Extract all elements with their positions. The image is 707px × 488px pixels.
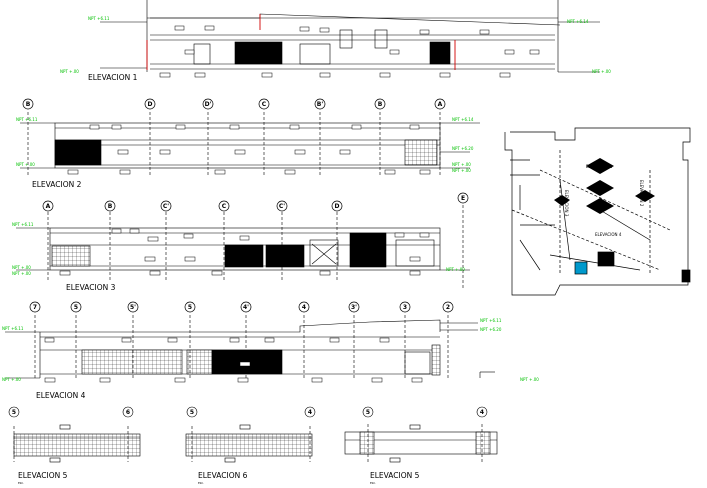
elevation-7-axis-2: 4 (480, 409, 484, 416)
elevation-1-title: ELEVACION 1 (88, 73, 138, 82)
elevation-5 (8, 406, 141, 463)
elevation-3-axis-2: B (108, 203, 113, 210)
elevation-7-axis-1: 5 (366, 409, 370, 416)
elevation-4-axis-markers (29, 301, 454, 313)
plan-label-1: ELEVACION 1 (586, 164, 613, 169)
elevation-2-title: ELEVACION 2 (32, 180, 82, 189)
elevation-4-axis-4: 5 (188, 304, 192, 311)
elevation-2 (20, 112, 480, 175)
elevation-4-level-5: NPT +.00 (520, 377, 539, 382)
elevation-5-title: ELEVACION 5 (18, 471, 68, 480)
plan-label-4: ELEVACION 4 (595, 232, 622, 237)
elevation-3-axis-5: C' (279, 203, 285, 210)
elevation-1-level-1: NPT +6.11 (88, 16, 110, 21)
elevation-7 (344, 406, 498, 463)
elevation-4-axis-8: 3 (403, 304, 407, 311)
elevation-3-level-3: NPT +.00 (12, 271, 31, 276)
elevation-2-axis-7: A (438, 101, 443, 108)
elevation-4-axis-5: 4' (243, 304, 249, 311)
elevation-4-axis-3: 5' (130, 304, 136, 311)
plan-label-3: ELEVACION 3 (564, 190, 569, 217)
elevation-2-level-5: NPT +.00 (452, 162, 471, 167)
elevation-2-axis-6: B (378, 101, 383, 108)
elevation-2-axis-2: D (148, 101, 153, 108)
elevation-2-small-tags (67, 124, 431, 175)
site-plan (504, 127, 691, 296)
elevation-3 (16, 205, 470, 290)
elevation-2-level-4: NPT +6.20 (452, 146, 474, 151)
elevation-7-title: ELEVACION 5 (370, 471, 420, 480)
elevation-4-title: ELEVACION 4 (36, 391, 86, 400)
elevation-4-small-tags (44, 337, 423, 383)
elevation-2-level-1: NPT +6.11 (16, 117, 38, 122)
elevation-3-axis-extra: E (461, 195, 465, 202)
elevation-3-axis-1: A (46, 203, 51, 210)
elevation-3-small-tags (59, 228, 430, 276)
elevation-6-title: ELEVACION 6 (198, 471, 248, 480)
elevation-2-level-6: NPT +.00 (452, 168, 471, 173)
elevation-2-axis-1: B (26, 101, 31, 108)
elevation-1-accent (146, 14, 456, 70)
elevation-7-subtitle: ESC. (370, 481, 376, 485)
elevation-4-axis-2: 5 (74, 304, 78, 311)
elevation-5-axis-2: 6 (126, 409, 130, 416)
elevation-1 (100, 0, 600, 73)
elevation-1-level-3: NPT +.00 (60, 69, 79, 74)
elevation-5-axis-1: 5 (12, 409, 16, 416)
plan-label-2: ELEVACION 2 (639, 180, 644, 207)
elevation-6-axis-1: 5 (190, 409, 194, 416)
elevation-3-level-4: NPT +.00 (446, 267, 465, 272)
elevation-6-subtitle: ESC. (198, 481, 204, 485)
elevation-4-axis-7: 3' (351, 304, 357, 311)
elevation-2-axis-4: C (262, 101, 267, 108)
elevation-3-axis-4: C (222, 203, 227, 210)
elevation-3-level-2: NPT +.00 (12, 265, 31, 270)
elevation-3-level-1: NPT +6.11 (12, 222, 34, 227)
elevation-2-level-2: NPT +6.14 (452, 117, 474, 122)
elevation-1-level-2: NPT +6.14 (567, 19, 589, 24)
elevation-2-axis-markers (22, 98, 446, 110)
elevation-3-title: ELEVACION 3 (66, 283, 116, 292)
elevation-3-axis-3: C' (163, 203, 169, 210)
elevation-4-axis-6: 4 (302, 304, 306, 311)
elevation-4-level-3: NPT +6.20 (480, 327, 502, 332)
elevation-6 (185, 406, 316, 463)
elevation-5-subtitle: ESC. (18, 481, 24, 485)
elevation-4-axis-9: 2 (446, 304, 450, 311)
elevation-4-level-2: NPT +6.11 (480, 318, 502, 323)
elevation-3-axis-markers (42, 192, 469, 212)
elevation-4-level-4: NPT +.00 (2, 377, 21, 382)
elevation-4-axis-1: 7 (33, 304, 37, 311)
elevation-1-level-4: NPT +.00 (592, 69, 611, 74)
elevation-4 (5, 315, 495, 380)
elevation-2-axis-3: D' (205, 101, 212, 108)
elevation-6-axis-2: 4 (308, 409, 312, 416)
elevation-1-small-tags (159, 25, 540, 78)
plan-elevation-markers (554, 158, 655, 214)
elevation-4-level-1: NPT +6.11 (2, 326, 24, 331)
elevation-2-axis-5: B' (317, 101, 324, 108)
elevation-3-axis-6: D (335, 203, 340, 210)
elevation-2-level-3: NPT +.00 (16, 162, 35, 167)
